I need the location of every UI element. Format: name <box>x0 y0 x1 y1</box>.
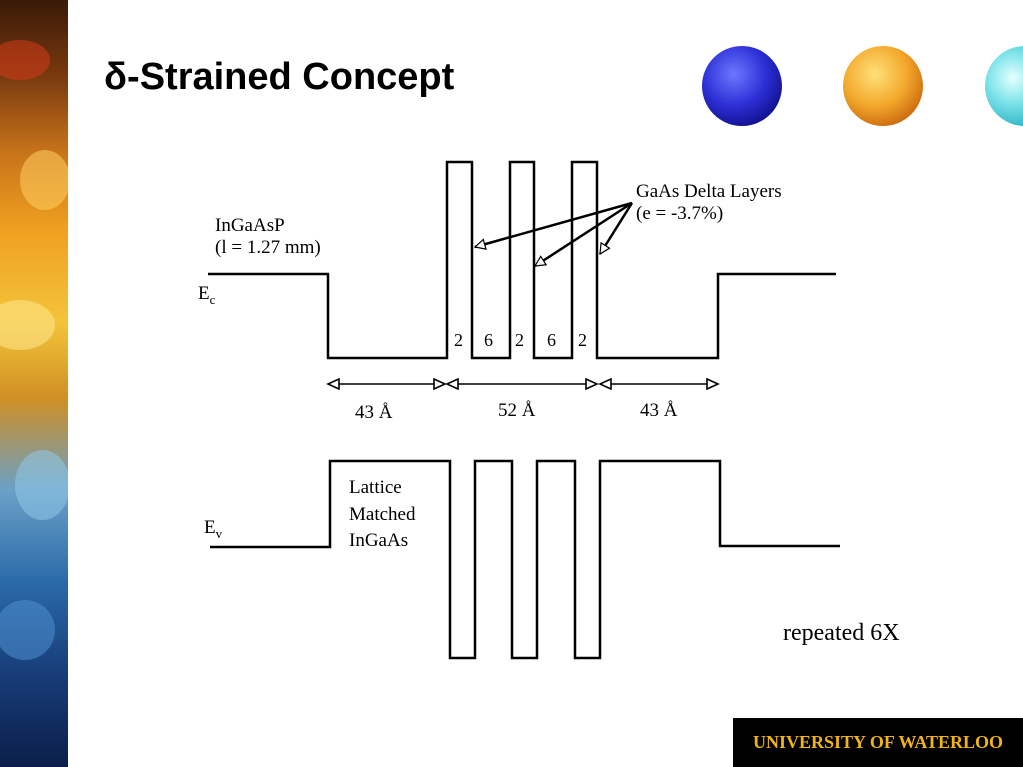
delta-layers-label: GaAs Delta Layers (e = -3.7%) <box>636 181 782 224</box>
well-width-label: 6 <box>547 330 556 350</box>
well-width-label: 2 <box>454 330 463 350</box>
footer-institution: UNIVERSITY OF WATERLOO <box>733 718 1023 767</box>
valence-band-line <box>210 459 840 660</box>
delta-arrow-3 <box>598 202 634 254</box>
delta-arrow-2 <box>535 201 633 268</box>
material-label: InGaAsP (l = 1.27 mm) <box>215 215 321 258</box>
dimension-label-52a: 52 Å <box>498 400 536 421</box>
repeat-note: repeated 6X <box>783 620 900 646</box>
delta-arrow-1 <box>475 201 633 247</box>
lattice-matched-label: Lattice Matched InGaAs <box>349 477 416 552</box>
orange-orb-image <box>843 46 923 126</box>
dimension-label-43a-right: 43 Å <box>640 400 678 421</box>
blue-orb-image <box>702 46 782 126</box>
slide-title: δ-Strained Concept <box>104 56 455 98</box>
well-width-label: 6 <box>484 330 493 350</box>
decorative-sidebar <box>0 0 68 767</box>
ev-label: Ev <box>204 517 223 541</box>
dimension-label-43a-left: 43 Å <box>355 402 393 423</box>
ec-label: Ec <box>198 283 216 307</box>
conduction-band-line <box>208 160 836 360</box>
well-width-label: 2 <box>515 330 524 350</box>
well-width-label: 2 <box>578 330 587 350</box>
